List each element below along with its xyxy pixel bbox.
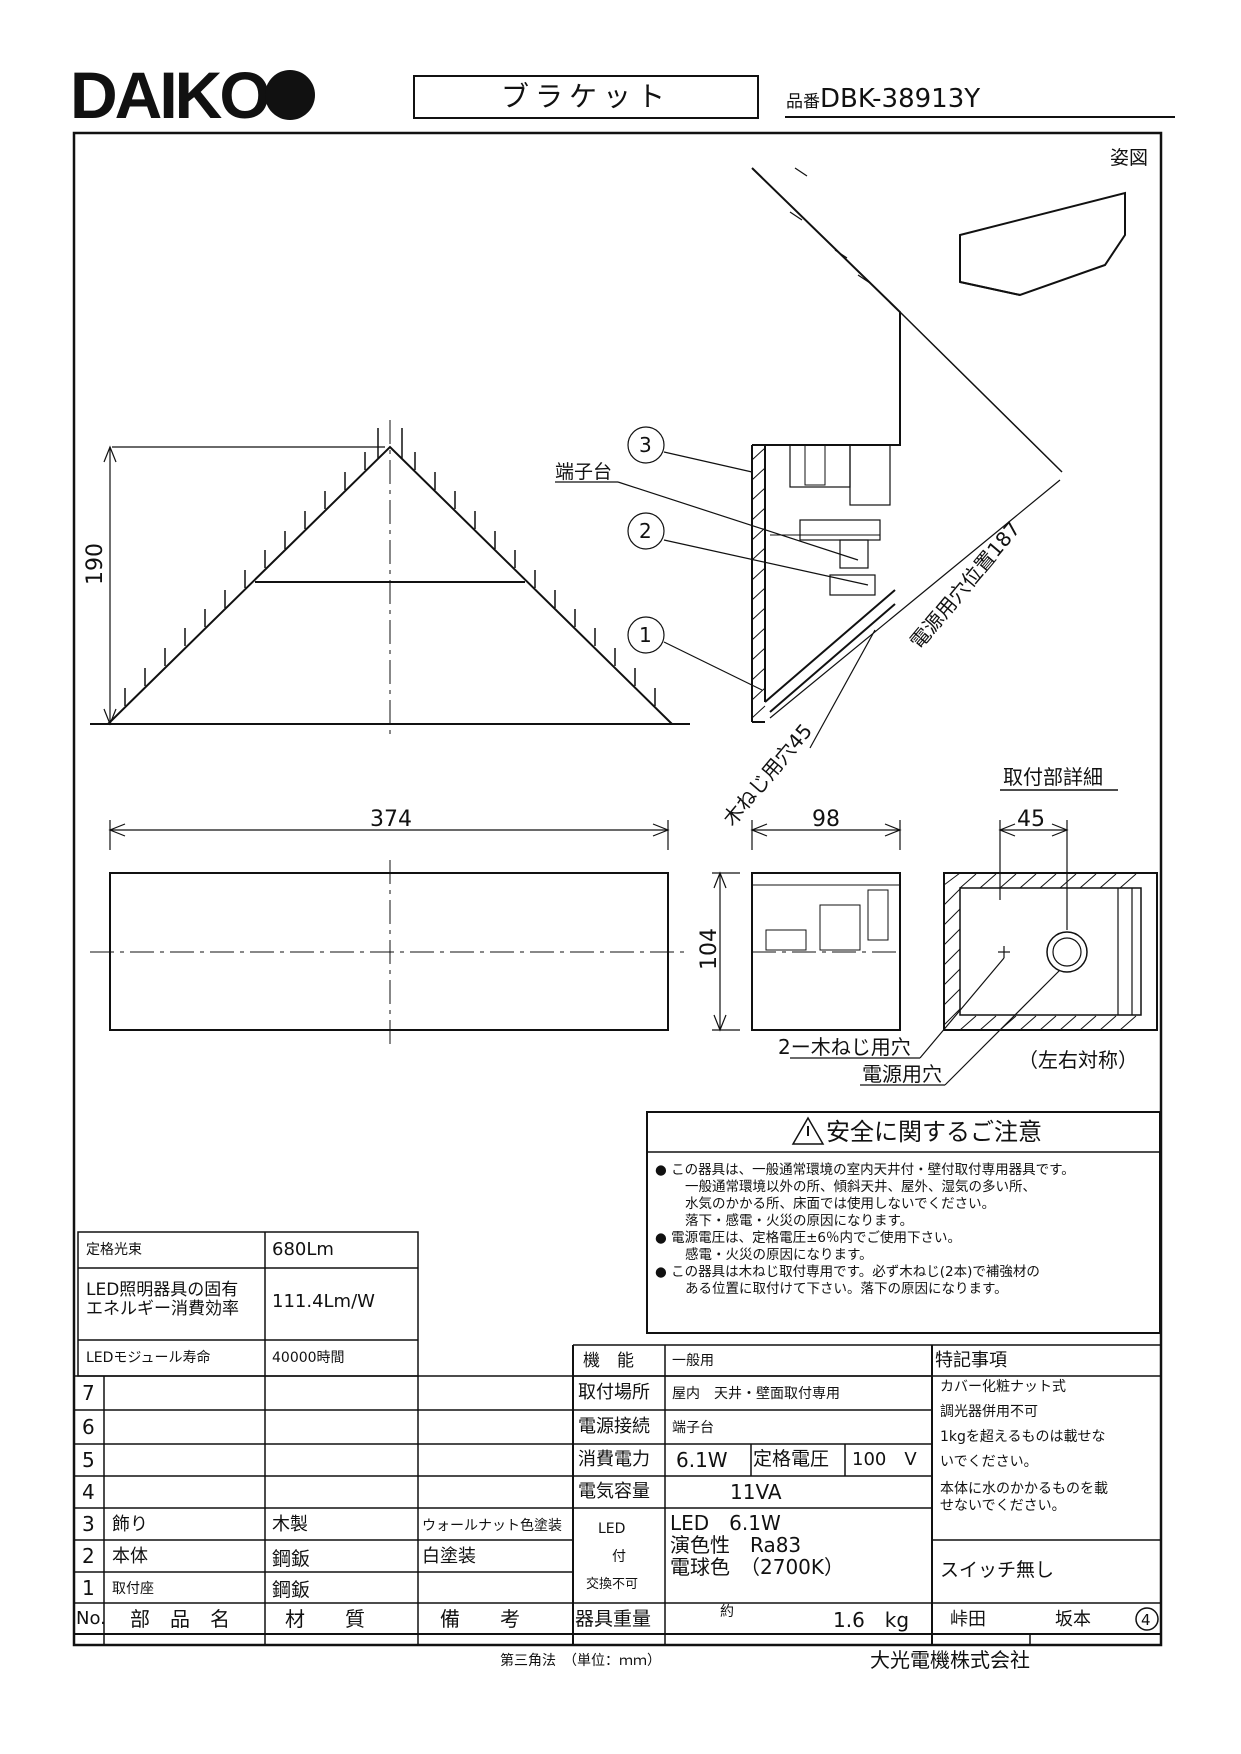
spec-weight-prefix: 約 xyxy=(720,1604,734,1620)
spec-capacity-label: 電気容量 xyxy=(578,1481,650,1502)
callout-3: 3 xyxy=(639,433,652,457)
part-no-6: 6 xyxy=(82,1415,95,1439)
callout-1: 1 xyxy=(639,623,652,647)
part-material: 木製 xyxy=(272,1514,308,1535)
part-no-3: 3 xyxy=(82,1512,95,1536)
header-part-name: 部 品 名 xyxy=(130,1607,230,1631)
rating-value-efficiency: 111.4Lm/W xyxy=(272,1291,375,1312)
symmetric-note: （左右対称） xyxy=(1018,1048,1138,1072)
product-type: ブラケット xyxy=(413,75,759,119)
part-name: 本体 xyxy=(112,1546,148,1567)
part-number: DBK-38913Y xyxy=(820,84,981,114)
spec-weight-label: 器具重量 xyxy=(575,1608,652,1630)
notice-body: ● この器具は、一般通常環境の室内天井付・壁付取付専用器具です。 一般通常環境以… xyxy=(655,1162,1075,1298)
perspective-view xyxy=(959,191,1126,297)
rating-label-flux: 定格光束 xyxy=(86,1242,142,1258)
rating-label-efficiency: LED照明器具の固有エネルギー消費効率 xyxy=(86,1280,239,1319)
signature-b: 坂本 xyxy=(1055,1609,1091,1630)
notice-line: 落下・感電・火災の原因になります。 xyxy=(685,1213,914,1229)
part-no-2: 2 xyxy=(82,1544,95,1568)
height-dimension: 190 xyxy=(83,543,108,585)
rating-value-life: 40000時間 xyxy=(272,1350,345,1366)
spec-power-label: 消費電力 xyxy=(578,1449,650,1470)
notice-line: 一般通常環境以外の所、傾斜天井、屋外、湿気の多い所、 xyxy=(685,1179,1036,1195)
part-number-label: 品番 xyxy=(786,92,820,112)
rating-value-flux: 680Lm xyxy=(272,1239,334,1260)
part-number-block: 品番DBK-38913Y xyxy=(786,84,980,117)
top-view xyxy=(90,820,690,1045)
depth-dimension: 98 xyxy=(812,807,840,832)
spec-lamp-label-3: 交換不可 xyxy=(586,1577,639,1592)
mount-detail xyxy=(790,789,1158,1086)
part-name: 飾り xyxy=(112,1514,148,1535)
header-no: No. xyxy=(76,1608,106,1629)
company-name: 大光電機株式会社 xyxy=(870,1648,1030,1672)
part-no-4: 4 xyxy=(82,1480,95,1504)
part-material: 鋼鈑 xyxy=(272,1579,311,1601)
terminal-label: 端子台 xyxy=(555,461,613,483)
part-material: 鋼鈑 xyxy=(272,1548,311,1570)
logo-sun-icon xyxy=(265,70,315,120)
notice-title: 安全に関するご注意 xyxy=(826,1118,1042,1146)
spec-location: 屋内 天井・壁面取付専用 xyxy=(672,1386,840,1402)
header-material: 材 質 xyxy=(285,1607,365,1631)
spec-function: 一般用 xyxy=(672,1353,714,1369)
spec-voltage-label: 定格電圧 xyxy=(753,1448,830,1470)
part-name: 取付座 xyxy=(112,1581,154,1597)
spec-voltage: 100 V xyxy=(852,1449,917,1470)
spec-connection: 端子台 xyxy=(672,1420,714,1436)
spec-location-label: 取付場所 xyxy=(578,1382,650,1403)
mount-detail-label: 取付部詳細 xyxy=(1003,765,1103,789)
brand-logo: DAIKO xyxy=(70,58,271,132)
spec-capacity: 11VA xyxy=(730,1480,782,1504)
header-remarks: 備 考 xyxy=(440,1607,520,1631)
screw-holes-label: 2ー木ねじ用穴 xyxy=(778,1035,911,1059)
notice-line: ある位置に取付けて下さい。落下の原因になります。 xyxy=(685,1281,1008,1297)
side-height-dimension: 104 xyxy=(697,928,722,970)
special-title: 特記事項 xyxy=(935,1350,1007,1371)
projection-note: 第三角法 （単位：ｍｍ） xyxy=(500,1653,661,1669)
spec-lamp-label-2: 付 xyxy=(612,1549,626,1565)
rating-label-life: LEDモジュール寿命 xyxy=(86,1350,211,1366)
perspective-label: 姿図 xyxy=(1110,147,1149,169)
callout-2: 2 xyxy=(639,519,652,543)
mount-detail-dimension: 45 xyxy=(1017,807,1045,832)
notice-line: ● この器具は、一般通常環境の室内天井付・壁付取付専用器具です。 xyxy=(655,1162,1075,1178)
width-dimension: 374 xyxy=(370,807,412,832)
spec-lamp: LED 6.1W 演色性 Ra83 電球色 （2700K） xyxy=(670,1511,845,1579)
special-notes: カバー化粧ナット式 調光器併用不可 1kgを超えるものは載せな いでください。 … xyxy=(940,1379,1108,1514)
spec-lamp-label-1: LED xyxy=(598,1521,626,1537)
spec-weight: 1.6 kg xyxy=(833,1608,910,1632)
part-remarks: ウォールナット色塗装 xyxy=(422,1518,562,1534)
side-view xyxy=(751,167,1063,723)
notice-line: 水気のかかる所、床面では使用しないでください。 xyxy=(685,1196,996,1212)
front-view xyxy=(90,420,690,740)
notice-line: ● 電源電圧は、定格電圧±6％内でご使用下さい。 xyxy=(655,1230,961,1246)
spec-connection-label: 電源接続 xyxy=(578,1416,650,1437)
switch-note: スイッチ無し xyxy=(940,1559,1055,1581)
notice-line: 感電・火災の原因になります。 xyxy=(685,1247,873,1263)
part-no-7: 7 xyxy=(82,1381,95,1405)
spec-power: 6.1W xyxy=(676,1448,728,1472)
spec-function-label: 機 能 xyxy=(583,1351,634,1371)
power-hole-label: 電源用穴 xyxy=(862,1062,942,1086)
revision-number: 4 xyxy=(1141,1611,1151,1629)
part-no-1: 1 xyxy=(82,1576,95,1600)
notice-line: ● この器具は木ねじ取付専用です。必ず木ねじ(2本)で補強材の xyxy=(655,1264,1040,1280)
part-remarks: 白塗装 xyxy=(422,1546,476,1567)
callout-leaders xyxy=(555,426,876,749)
part-no-5: 5 xyxy=(82,1448,95,1472)
signature-a: 峠田 xyxy=(950,1609,986,1630)
